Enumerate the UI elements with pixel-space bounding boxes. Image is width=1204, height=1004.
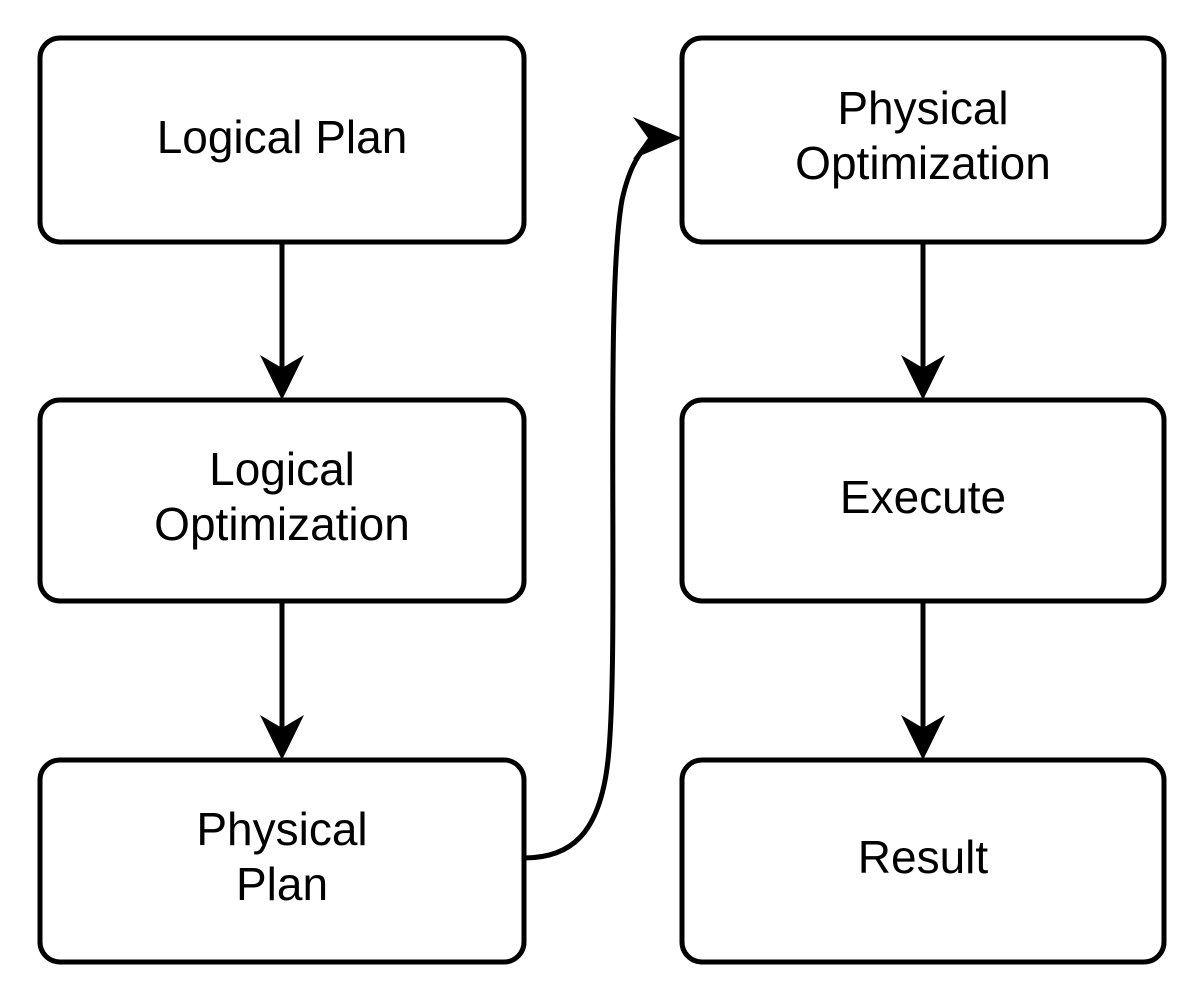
node-label: Logical Plan [157,111,408,163]
node-physical-plan[interactable]: Physical Plan [37,757,527,965]
edge-logical-optimization-to-physical-plan [260,601,304,760]
node-label-line-2: Plan [236,858,328,910]
node-label-line-2: Optimization [795,137,1051,189]
node-physical-optimization[interactable]: Physical Optimization [679,35,1167,245]
node-shape[interactable] [37,397,527,604]
edge-physical-plan-to-physical-optimization [523,117,682,861]
arrowhead-down-icon [901,715,945,760]
arrowhead-down-icon [260,355,304,400]
arrowhead-down-icon [901,355,945,400]
node-logical-optimization[interactable]: Logical Optimization [37,397,527,604]
node-label-line-1: Physical [196,803,367,855]
node-shape[interactable] [679,35,1167,245]
arrowhead-right-icon [633,117,682,159]
arrowhead-down-icon [260,715,304,760]
node-shape[interactable] [679,397,1167,604]
node-shape[interactable] [679,757,1167,965]
edge-logical-plan-to-logical-optimization [260,242,304,400]
edge-physical-optimization-to-execute [901,242,945,400]
node-label-line-2: Optimization [154,498,410,550]
node-shape[interactable] [37,757,527,965]
node-result[interactable]: Result [679,757,1167,965]
node-label: Execute [840,471,1006,523]
node-logical-plan[interactable]: Logical Plan [37,35,527,245]
node-shape[interactable] [37,35,527,245]
edge-curve [523,135,665,861]
edge-execute-to-result [901,601,945,760]
node-label: Result [858,831,989,883]
node-execute[interactable]: Execute [679,397,1167,604]
node-label-line-1: Physical [837,82,1008,134]
node-label-line-1: Logical [209,443,355,495]
